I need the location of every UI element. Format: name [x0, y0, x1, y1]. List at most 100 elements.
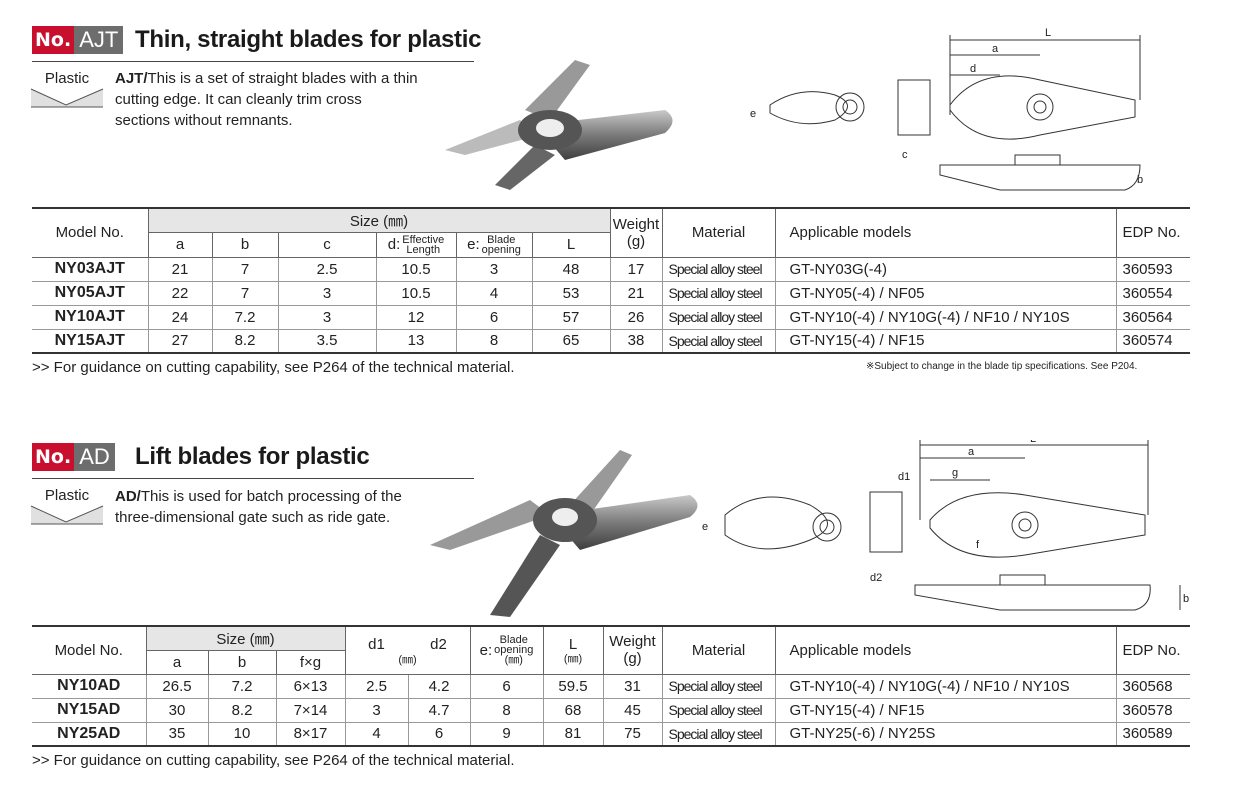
badge-no: No.	[32, 26, 75, 54]
material-tag-label: Plastic	[44, 487, 90, 504]
applicable-models-cell: GT-NY10(-4) / NY10G(-4) / NF10 / NY10S	[774, 673, 1117, 699]
title-rule	[32, 478, 474, 479]
product-badge: No. AD	[32, 443, 115, 471]
svg-text:d: d	[970, 63, 976, 75]
cell: 12	[375, 304, 457, 330]
material-cell: Special alloy steel	[661, 697, 776, 723]
cell: 24	[147, 304, 213, 330]
blade-photo	[430, 450, 698, 617]
svg-text:b: b	[1183, 593, 1189, 605]
col-c: c	[277, 231, 377, 258]
cell: 7	[211, 280, 279, 306]
cell: 26	[609, 304, 663, 330]
cell: 27	[147, 328, 213, 354]
col-model: Model No.	[32, 625, 147, 675]
footnote: >> For guidance on cutting capability, s…	[32, 359, 515, 376]
cell: 17	[609, 256, 663, 282]
blade-v-icon	[30, 505, 104, 525]
applicable-models-cell: GT-NY10(-4) / NY10G(-4) / NF10 / NY10S	[774, 304, 1117, 330]
svg-text:g: g	[952, 467, 958, 479]
col-a: a	[146, 649, 209, 675]
svg-text:d2: d2	[870, 572, 882, 584]
col-applicable: Applicable models	[774, 207, 1117, 258]
svg-text:L: L	[1045, 27, 1051, 39]
col-weight: Weight(g)	[609, 207, 663, 258]
col-material: Material	[661, 625, 776, 675]
col-a: a	[148, 231, 213, 258]
cell: 31	[602, 673, 663, 699]
svg-text:d1: d1	[898, 471, 910, 483]
footnote: >> For guidance on cutting capability, s…	[32, 752, 515, 769]
badge-no: No.	[32, 443, 75, 471]
edp-number: 360574	[1115, 328, 1190, 354]
material-cell: Special alloy steel	[661, 673, 776, 699]
cell: 6×13	[275, 673, 346, 699]
spec-note: ※Subject to change in the blade tip spec…	[866, 361, 1138, 372]
applicable-models-cell: GT-NY15(-4) / NF15	[774, 697, 1117, 723]
col-size: Size (㎜)	[145, 625, 346, 651]
cell: 8	[455, 328, 533, 354]
edp-number: 360589	[1115, 721, 1190, 747]
cell: 8.2	[211, 328, 279, 354]
cell: 2.5	[277, 256, 377, 282]
cell: 3	[344, 697, 409, 723]
cell: 4.2	[407, 673, 471, 699]
edp-number: 360578	[1115, 697, 1190, 723]
material-cell: Special alloy steel	[661, 256, 776, 282]
cell: 3	[277, 280, 377, 306]
cell: 13	[375, 328, 457, 354]
cell: 6	[455, 304, 533, 330]
cell: 35	[145, 721, 209, 747]
cell: 4.7	[407, 697, 471, 723]
model-number: NY03AJT	[32, 256, 149, 282]
cell: 8×17	[275, 721, 346, 747]
col-edp: EDP No.	[1115, 207, 1190, 258]
svg-text:c: c	[902, 149, 908, 161]
cell: 22	[147, 280, 213, 306]
col-edp: EDP No.	[1115, 625, 1190, 675]
dimension-drawing: L a d e c b	[750, 27, 1143, 191]
cell: 9	[469, 721, 544, 747]
badge-code: AJT	[74, 26, 124, 54]
cell: 8	[469, 697, 544, 723]
section-description: AD/This is used for batch processing of …	[115, 488, 402, 526]
col-b: b	[207, 649, 277, 675]
edp-number: 360564	[1115, 304, 1190, 330]
title-rule	[32, 61, 474, 62]
section-title: Thin, straight blades for plastic	[135, 26, 482, 53]
cell: 21	[609, 280, 663, 306]
edp-number: 360568	[1115, 673, 1190, 699]
cell: 7.2	[207, 673, 277, 699]
cell: 75	[602, 721, 663, 747]
svg-text:a: a	[992, 43, 999, 55]
col-L: L	[531, 231, 610, 258]
material-cell: Special alloy steel	[661, 721, 776, 747]
cell: 57	[531, 304, 611, 330]
model-number: NY25AD	[32, 721, 147, 747]
model-number: NY05AJT	[32, 280, 149, 306]
cell: 10.5	[375, 280, 457, 306]
applicable-models-cell: GT-NY05(-4) / NF05	[774, 280, 1117, 306]
model-number: NY15AJT	[32, 328, 149, 354]
svg-text:a: a	[968, 446, 975, 458]
cell: 2.5	[344, 673, 409, 699]
spec-table-ajt: Model No. Size (㎜) Weight(g) Material Ap…	[32, 207, 1190, 354]
edp-number: 360593	[1115, 256, 1190, 282]
applicable-models-cell: GT-NY25(-6) / NY25S	[774, 721, 1117, 747]
cell: 30	[145, 697, 209, 723]
cell: 7.2	[211, 304, 279, 330]
material-cell: Special alloy steel	[661, 328, 776, 354]
material-tag-label: Plastic	[44, 70, 90, 87]
section-description: AJT/This is a set of straight blades wit…	[115, 70, 418, 129]
model-number: NY10AD	[32, 673, 147, 699]
cell: 6	[407, 721, 471, 747]
cell: 21	[147, 256, 213, 282]
